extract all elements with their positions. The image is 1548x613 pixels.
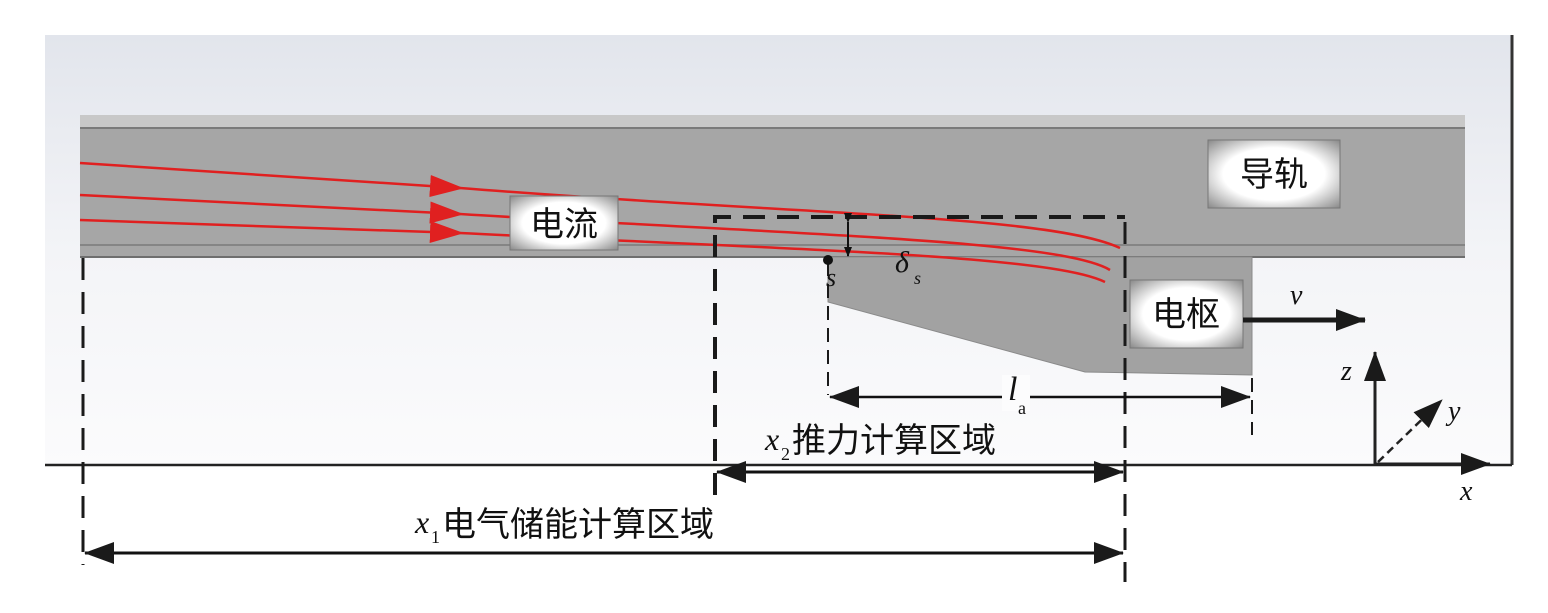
coordinate-axes: x y z bbox=[1340, 351, 1491, 507]
gap-delta-subscript: s bbox=[914, 268, 921, 288]
gap-delta-label: δ bbox=[895, 246, 910, 279]
rail-label: 导轨 bbox=[1240, 155, 1308, 195]
armature-label: 电枢 bbox=[1152, 295, 1220, 335]
y-axis-label: y bbox=[1445, 396, 1461, 427]
z-axis-label: z bbox=[1340, 356, 1352, 387]
label-mask bbox=[1002, 375, 1030, 411]
energy-region-var: x bbox=[414, 504, 429, 540]
armature-label-box: 电枢 bbox=[1129, 279, 1244, 349]
y-axis-arrow bbox=[1377, 399, 1443, 463]
velocity-label: v bbox=[1290, 280, 1303, 311]
point-s-label: s bbox=[826, 263, 836, 292]
energy-region-sub: 1 bbox=[431, 527, 440, 547]
thrust-region-sub: 2 bbox=[781, 444, 790, 464]
x-axis-label: x bbox=[1459, 476, 1473, 507]
thrust-region-var: x bbox=[764, 421, 779, 457]
energy-region-label: 电气储能计算区域 bbox=[442, 505, 714, 545]
current-label-box: 电流 bbox=[509, 195, 619, 251]
current-label: 电流 bbox=[530, 205, 598, 245]
rail-label-box: 导轨 bbox=[1207, 139, 1341, 209]
thrust-region-label: 推力计算区域 bbox=[792, 421, 996, 461]
point-s-marker bbox=[823, 255, 833, 265]
armature-length-label: l bbox=[1008, 371, 1017, 408]
armature-length-subscript: a bbox=[1018, 398, 1026, 418]
